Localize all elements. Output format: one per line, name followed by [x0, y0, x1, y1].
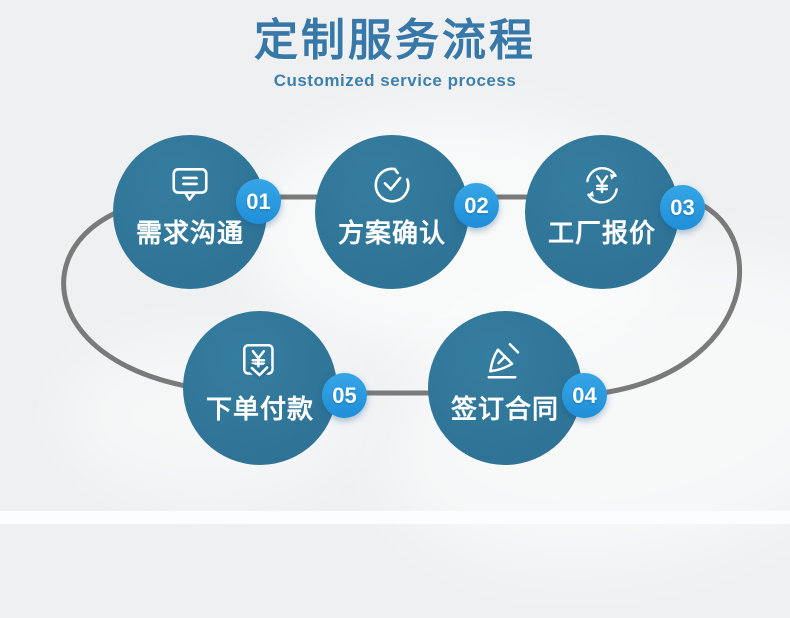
pen-sign-icon	[479, 335, 531, 387]
step-circle-quote: 工厂报价	[525, 135, 679, 289]
step-badge-01: 01	[236, 179, 281, 224]
currency-exchange-icon	[576, 159, 628, 211]
step-circle-plan: 方案确认	[315, 135, 469, 289]
message-icon	[164, 159, 216, 211]
bottom-strip	[0, 511, 790, 524]
step-label: 签订合同	[450, 394, 559, 424]
step-label: 下单付款	[205, 394, 314, 424]
step-number: 03	[670, 194, 695, 220]
step-label: 工厂报价	[547, 218, 656, 248]
step-label: 需求沟通	[135, 218, 244, 248]
page-subtitle: Customized service process	[273, 71, 517, 90]
step-label: 方案确认	[337, 218, 446, 248]
step-badge-02: 02	[454, 183, 499, 228]
step-number: 05	[332, 382, 357, 408]
header: 定制服务流程 Customized service process	[0, 4, 790, 91]
step-badge-05: 05	[322, 373, 367, 418]
step-number: 02	[464, 192, 489, 218]
check-cycle-icon	[366, 159, 418, 211]
step-badge-03: 03	[660, 185, 705, 230]
step-number: 04	[572, 382, 597, 408]
step-circle-contract: 签订合同	[428, 311, 582, 465]
step-circle-payment: 下单付款	[183, 311, 337, 465]
step-badge-04: 04	[562, 373, 607, 418]
page-title: 定制服务流程	[254, 16, 536, 65]
pay-order-icon	[234, 335, 286, 387]
step-number: 01	[246, 188, 271, 214]
